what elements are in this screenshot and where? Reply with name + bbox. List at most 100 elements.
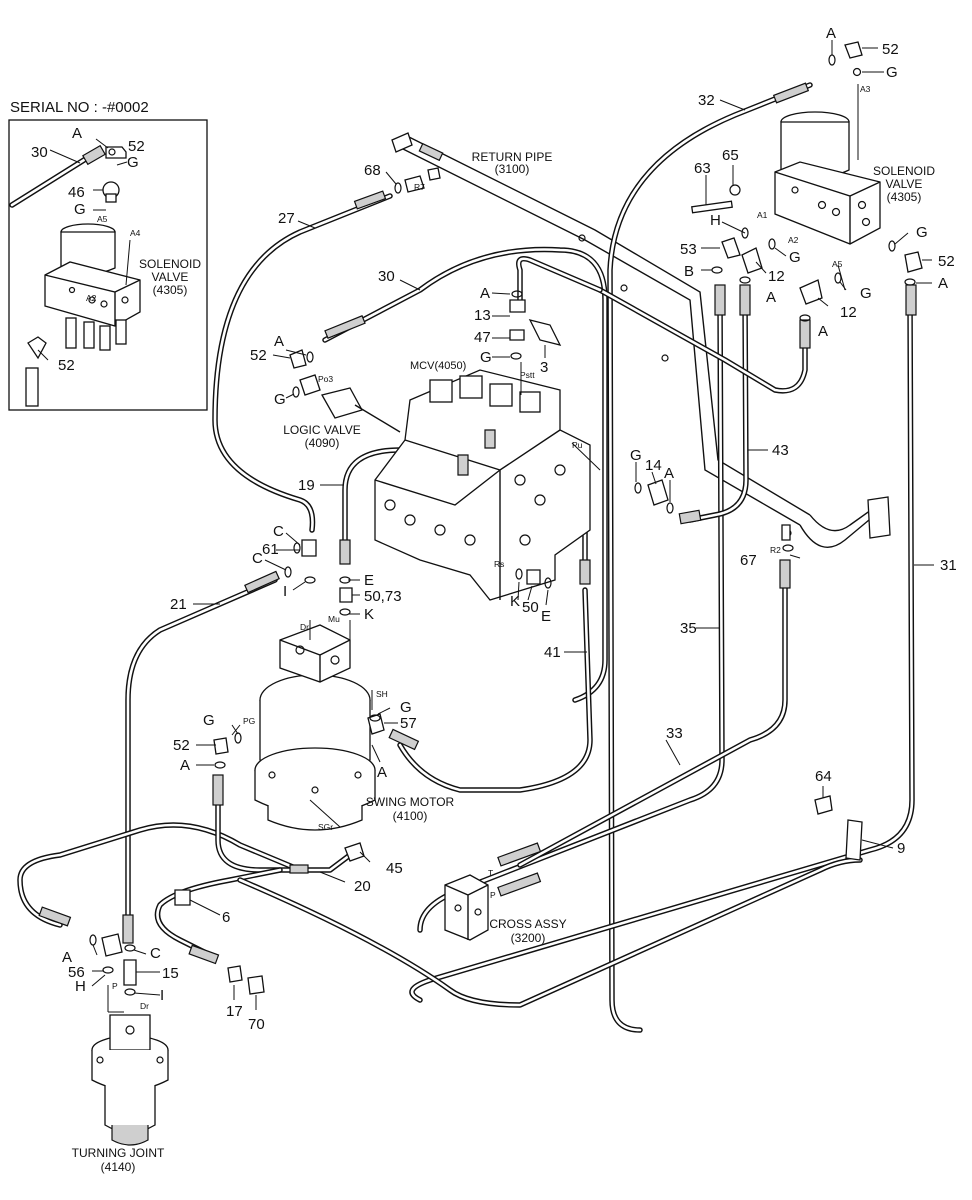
cross-assy-label-1: CROSS ASSY <box>489 917 566 931</box>
callout-c4: 32 <box>698 92 715 109</box>
callout-c22: A <box>938 275 948 292</box>
callout-c48: 61 <box>262 541 279 558</box>
callout-c58: K <box>510 593 520 610</box>
inset-solenoid-valve <box>44 223 141 351</box>
callout-c25: G <box>630 447 642 464</box>
callout-c51: 21 <box>170 596 187 613</box>
callout-c20: G <box>916 224 928 241</box>
callout-c52: E <box>364 572 374 589</box>
callout-c86: Dr <box>140 1001 149 1011</box>
callout-c69: A <box>377 764 387 781</box>
callout-c77: T <box>488 868 493 878</box>
callout-c28: R2 <box>770 545 781 555</box>
callout-c24: 31 <box>940 557 957 574</box>
callout-c23: 43 <box>772 442 789 459</box>
callout-i2: A <box>72 125 82 142</box>
callout-c70: 33 <box>666 725 683 742</box>
cross-assy-label-2: (3200) <box>511 931 546 945</box>
callout-c8: H <box>710 212 721 229</box>
callout-c17: G <box>860 285 872 302</box>
callout-c62: SH <box>376 689 388 699</box>
callout-c80: 56 <box>68 964 85 981</box>
callout-i3: 52 <box>128 138 145 155</box>
callout-c55: Dr <box>300 622 309 632</box>
callout-c54: K <box>364 606 374 623</box>
callout-i1: 30 <box>31 144 48 161</box>
callout-c76: 6 <box>222 909 230 926</box>
callout-c6: 63 <box>694 160 711 177</box>
callout-c68: A <box>180 757 190 774</box>
callout-c2: 52 <box>882 41 899 58</box>
turning-joint-4140: TURNING JOINT (4140) <box>72 1014 169 1174</box>
callout-c71: SGr <box>318 822 333 832</box>
callout-c18: 12 <box>840 304 857 321</box>
callout-c30: 35 <box>680 620 697 637</box>
callout-c73: 20 <box>354 878 371 895</box>
callout-c87: 17 <box>226 1003 243 1020</box>
callout-c66: PG <box>243 716 255 726</box>
callout-c46: 19 <box>298 477 315 494</box>
callout-c14: 12 <box>768 268 785 285</box>
callout-c1: A <box>826 25 836 42</box>
callout-c61: 41 <box>544 644 561 661</box>
callout-c56: Mu <box>328 614 340 624</box>
callout-c83: 15 <box>162 965 179 982</box>
callout-i6: G <box>74 201 86 218</box>
inset-panel: SERIAL NO : -#0002 30 A 52 G 46 G <box>8 99 208 411</box>
callout-c38: G <box>480 349 492 366</box>
callout-c81: H <box>75 978 86 995</box>
callout-c47: C <box>273 523 284 540</box>
callout-c41: 52 <box>250 347 267 364</box>
callout-c43: Po3 <box>318 374 333 384</box>
mcv-label: MCV(4050) <box>410 360 466 372</box>
logic-valve-4090: LOGIC VALVE (4090) <box>283 387 401 450</box>
callout-c13: G <box>789 249 801 266</box>
callout-c64: 57 <box>400 715 417 732</box>
callout-c32: R7 <box>414 182 425 192</box>
turning-joint-label-2: (4140) <box>101 1160 136 1174</box>
callout-c79: A <box>62 949 72 966</box>
callout-c45: Pu <box>572 440 583 450</box>
serial-number: SERIAL NO : -#0002 <box>10 99 149 116</box>
solenoid-label-1: SOLENOID <box>873 164 935 178</box>
turning-joint-label-1: TURNING JOINT <box>72 1146 165 1160</box>
return-pipe: RETURN PIPE (3100) <box>391 132 891 548</box>
solenoid-label-3: (4305) <box>887 190 922 204</box>
callout-c50: I <box>283 583 287 600</box>
callout-c12: A2 <box>788 235 799 245</box>
solenoid-label-2: VALVE <box>886 177 923 191</box>
hose-fittings <box>38 284 917 965</box>
inset-solenoid-label-3: (4305) <box>153 283 188 297</box>
callout-c26: 14 <box>645 457 662 474</box>
callout-c39: 3 <box>540 359 548 376</box>
callout-c88: 70 <box>248 1016 265 1033</box>
callout-c19: A <box>818 323 828 340</box>
callout-i10: 52 <box>58 357 75 374</box>
callout-c67: 52 <box>173 737 190 754</box>
callout-c72: 45 <box>386 860 403 877</box>
mcv-4050: MCV(4050) <box>374 360 591 601</box>
callout-i9: A2 <box>86 293 97 303</box>
callout-c65: G <box>203 712 215 729</box>
callout-labels: A 52 G 32 A3 63 65 H A1 53 B A2 G 12 A A… <box>62 25 957 1033</box>
callout-c85: I <box>160 987 164 1004</box>
callout-c21: 52 <box>938 253 955 270</box>
swing-motor-label-1: SWING MOTOR <box>366 795 455 809</box>
leader-lines <box>91 40 934 1013</box>
callout-i7: A5 <box>97 214 108 224</box>
callout-c36: 13 <box>474 307 491 324</box>
callout-i5: 46 <box>68 184 85 201</box>
callout-c40: Pstt <box>520 370 535 380</box>
callout-c10: 53 <box>680 241 697 258</box>
callout-c44: G <box>274 391 286 408</box>
swing-motor-4100: SWING MOTOR (4100) <box>254 624 455 831</box>
callout-c60: E <box>541 608 551 625</box>
return-pipe-label-1: RETURN PIPE <box>472 150 553 164</box>
callout-c11: B <box>684 263 694 280</box>
callout-c35: A <box>480 285 490 302</box>
callout-c34: 30 <box>378 268 395 285</box>
callout-c74: 64 <box>815 768 832 785</box>
callout-c9: A1 <box>757 210 768 220</box>
callout-c82: C <box>150 945 161 962</box>
